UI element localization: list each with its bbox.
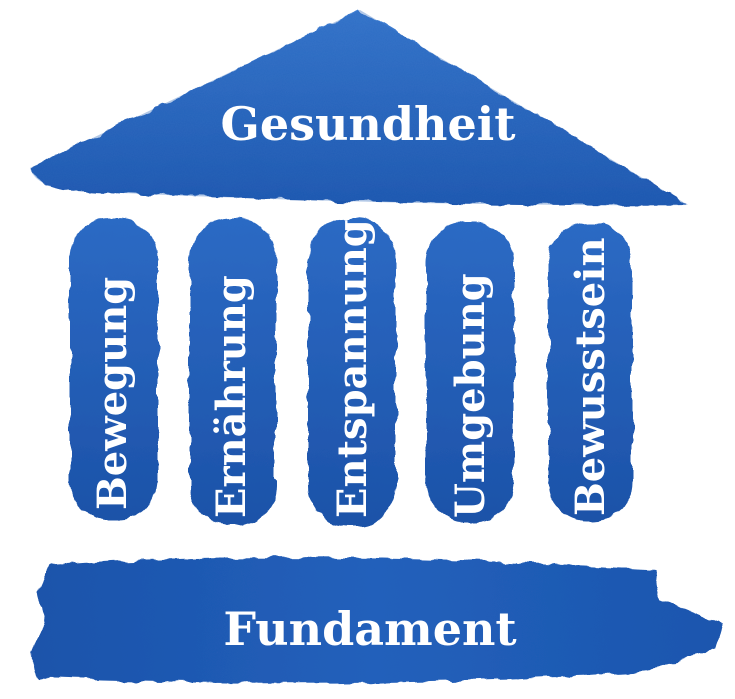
pillar-entspannung: Entspannung	[308, 218, 396, 526]
pillar-shape	[190, 218, 276, 526]
base-shape	[28, 557, 722, 683]
roof-shape-texture	[30, 10, 688, 206]
pillar-umgebung: Umgebung	[426, 222, 514, 522]
pillar-label-bewegung: Bewegung	[89, 277, 136, 510]
roof: Gesundheit	[30, 10, 688, 206]
pillar-shape	[548, 222, 632, 522]
pillars: Bewegung Ernährung Entspannung Umgebung …	[70, 218, 632, 526]
pillar-shape	[70, 218, 158, 520]
pillar-ernaehrung: Ernährung	[190, 218, 276, 526]
pillar-bewegung: Bewegung	[70, 218, 158, 520]
pillar-bewusstsein: Bewusstsein	[548, 222, 632, 522]
pillar-label-bewusstsein: Bewusstsein	[567, 237, 614, 516]
pillar-label-entspannung: Entspannung	[329, 219, 376, 518]
pillar-shape	[426, 222, 514, 522]
pillar-label-umgebung: Umgebung	[447, 273, 494, 518]
roof-label: Gesundheit	[221, 97, 517, 151]
pillar-label-ernaehrung: Ernährung	[208, 275, 255, 518]
base-label: Fundament	[223, 602, 517, 656]
base: Fundament	[28, 557, 722, 683]
pillar-shape	[308, 218, 396, 526]
